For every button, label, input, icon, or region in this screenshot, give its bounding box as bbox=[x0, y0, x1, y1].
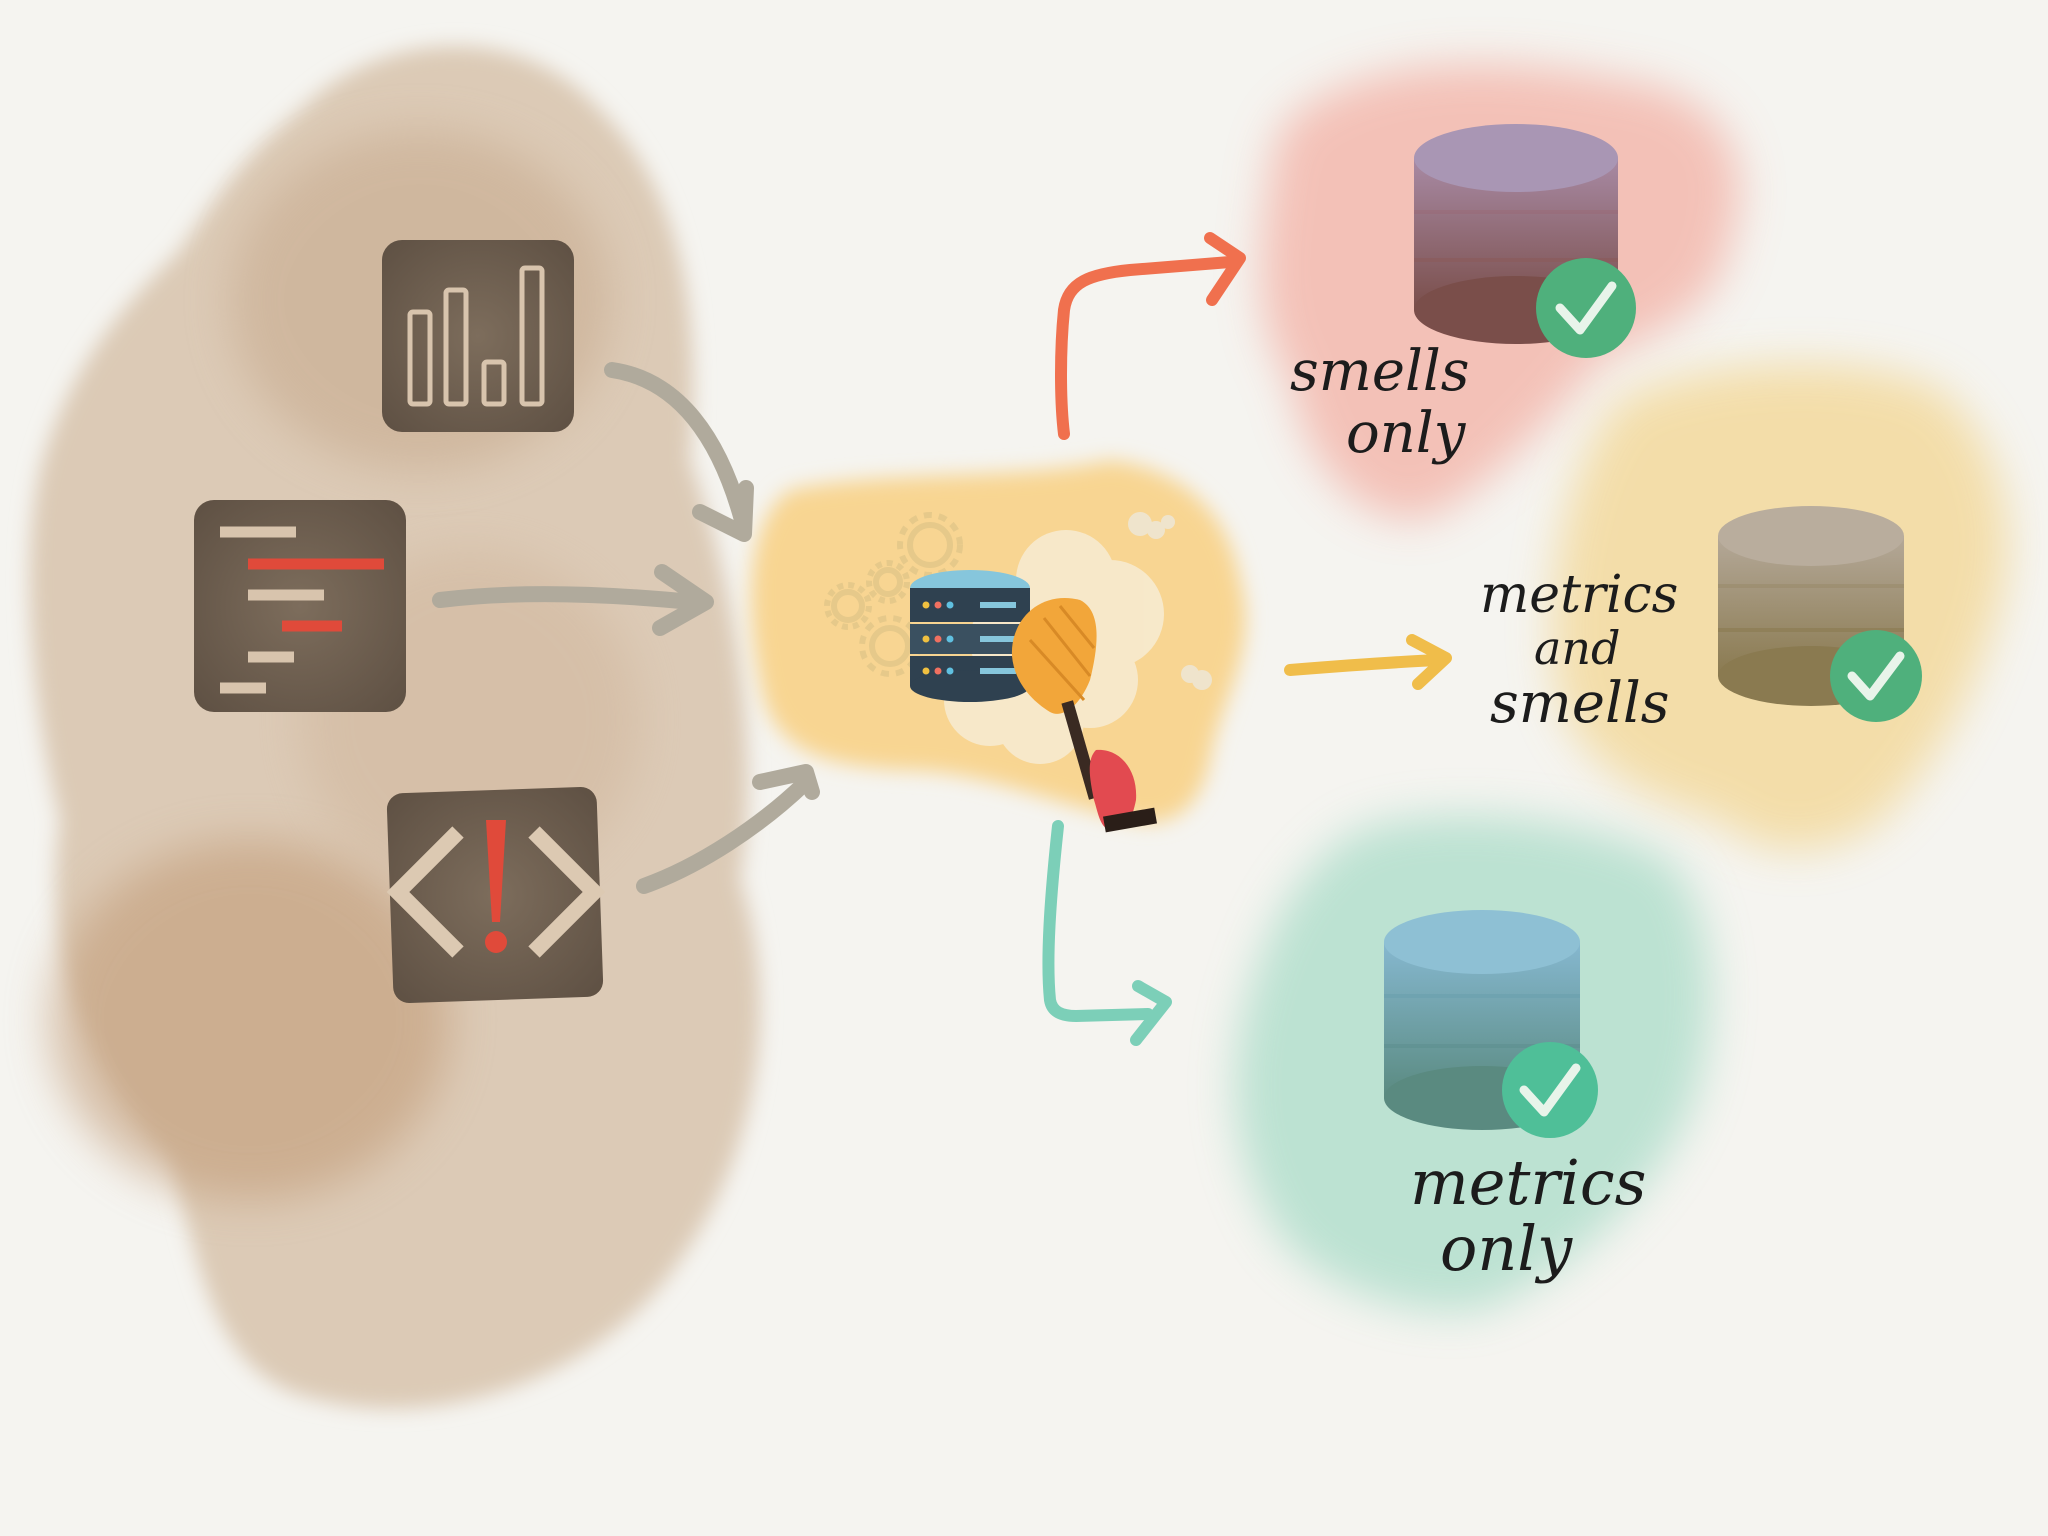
output-arrow-yellow bbox=[1284, 634, 1452, 690]
bar-chart-icon bbox=[382, 240, 574, 432]
output-arrow-red bbox=[1055, 232, 1246, 440]
output-database-smells bbox=[1414, 124, 1636, 358]
output-database-metrics bbox=[1384, 910, 1598, 1138]
label-metrics-only-line2: only bbox=[1440, 1212, 1573, 1285]
output-arrow-teal bbox=[1042, 820, 1172, 1046]
label-metrics-and-smells-line2: and bbox=[1534, 621, 1621, 675]
input-arrow-middle bbox=[432, 564, 714, 636]
check-icon bbox=[1519, 1063, 1581, 1117]
label-smells-only-line2: only bbox=[1346, 401, 1467, 466]
log-lines-icon bbox=[194, 500, 406, 712]
input-arrow-bottom bbox=[636, 764, 820, 894]
label-smells-only-line1: smells bbox=[1290, 339, 1470, 404]
label-smells-only: smells only bbox=[1290, 339, 1470, 466]
check-icon bbox=[1555, 281, 1617, 335]
label-metrics-and-smells-line1: metrics bbox=[1480, 565, 1678, 625]
label-metrics-only: metrics only bbox=[1410, 1146, 1646, 1285]
label-metrics-only-line1: metrics bbox=[1410, 1146, 1646, 1219]
input-arrow-top bbox=[604, 362, 754, 542]
label-metrics-and-smells: metrics and smells bbox=[1480, 565, 1678, 736]
code-alert-icon bbox=[386, 786, 606, 1004]
database-cleaning-icon bbox=[824, 512, 1212, 833]
output-database-combined bbox=[1718, 506, 1922, 722]
check-icon bbox=[1847, 651, 1905, 701]
label-metrics-and-smells-line3: smells bbox=[1490, 671, 1670, 736]
